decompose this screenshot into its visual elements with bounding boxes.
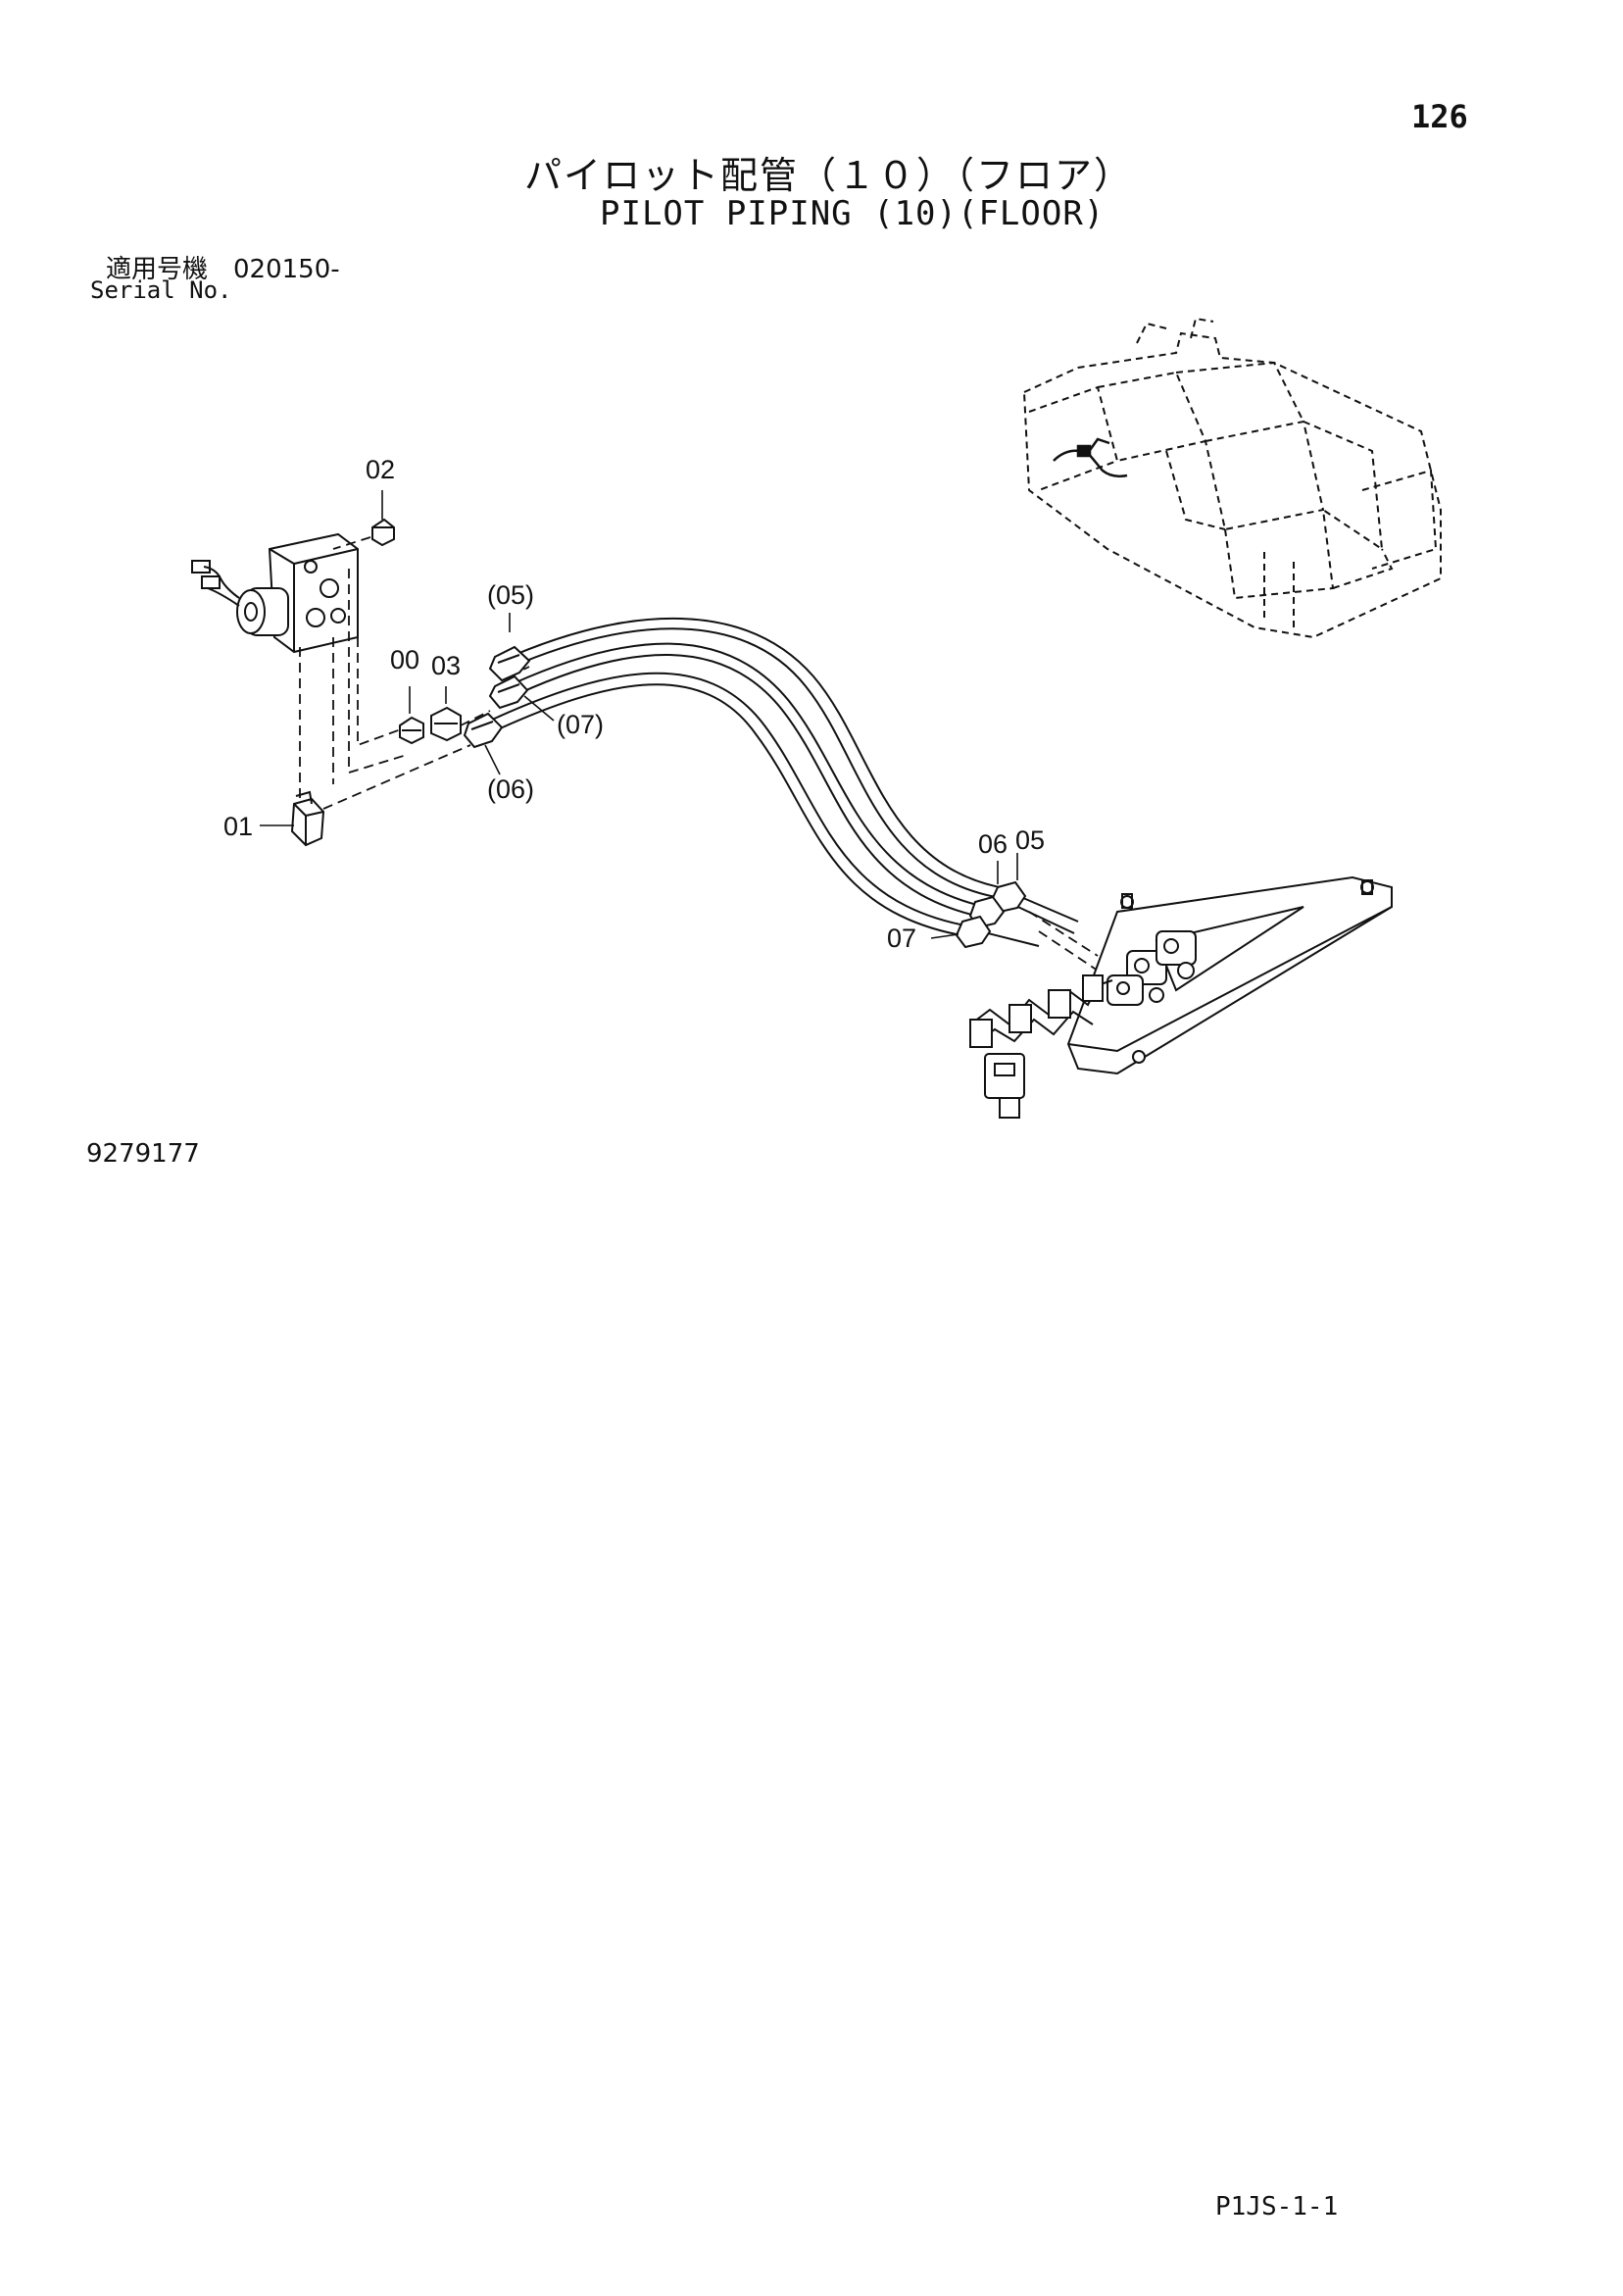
hose-end-fitting-06-upper [463, 712, 504, 749]
callout-01: 01 [223, 812, 253, 841]
callout-07: 07 [887, 923, 916, 953]
callout-07-ref: (07) [557, 710, 604, 739]
page-title-english: PILOT PIPING (10)(FLOOR) [600, 194, 1106, 233]
serial-label-english: Serial No. [90, 276, 232, 304]
page-title-japanese: パイロット配管（１０）（フロア） [524, 154, 1134, 197]
callout-05-ref: (05) [487, 580, 534, 610]
machine-overview-highlight [1053, 437, 1128, 478]
hose-07 [511, 642, 986, 918]
page-number: 126 [1411, 98, 1468, 135]
drawing-number: 9279177 [86, 1139, 200, 1169]
adapter-fitting-00 [399, 716, 424, 745]
pilot-valve-cluster [1107, 930, 1197, 1006]
page-code: P1JS-1-1 [1215, 2192, 1339, 2221]
callout-06-ref: (06) [487, 774, 534, 804]
callout-05: 05 [1015, 825, 1045, 855]
hose-end-fitting-07-upper [488, 674, 529, 710]
hose-end-fitting-05-upper [488, 645, 531, 682]
callout-03: 03 [431, 651, 461, 680]
control-lever-array [969, 974, 1113, 1119]
solenoid-valve-block [191, 532, 359, 654]
machine-overview-illustration [1022, 317, 1442, 639]
callout-06: 06 [978, 829, 1008, 859]
serial-label-japanese: 適用号機 020150- [106, 255, 340, 284]
elbow-fitting-01 [290, 790, 325, 847]
assembly-leader-lines [299, 536, 1099, 972]
callout-02: 02 [366, 455, 395, 484]
plug-02 [371, 518, 395, 547]
hose-06 [489, 672, 1040, 947]
adapter-fitting-03 [430, 706, 462, 742]
callout-00: 00 [390, 645, 419, 674]
callout-leaders [260, 490, 1018, 939]
